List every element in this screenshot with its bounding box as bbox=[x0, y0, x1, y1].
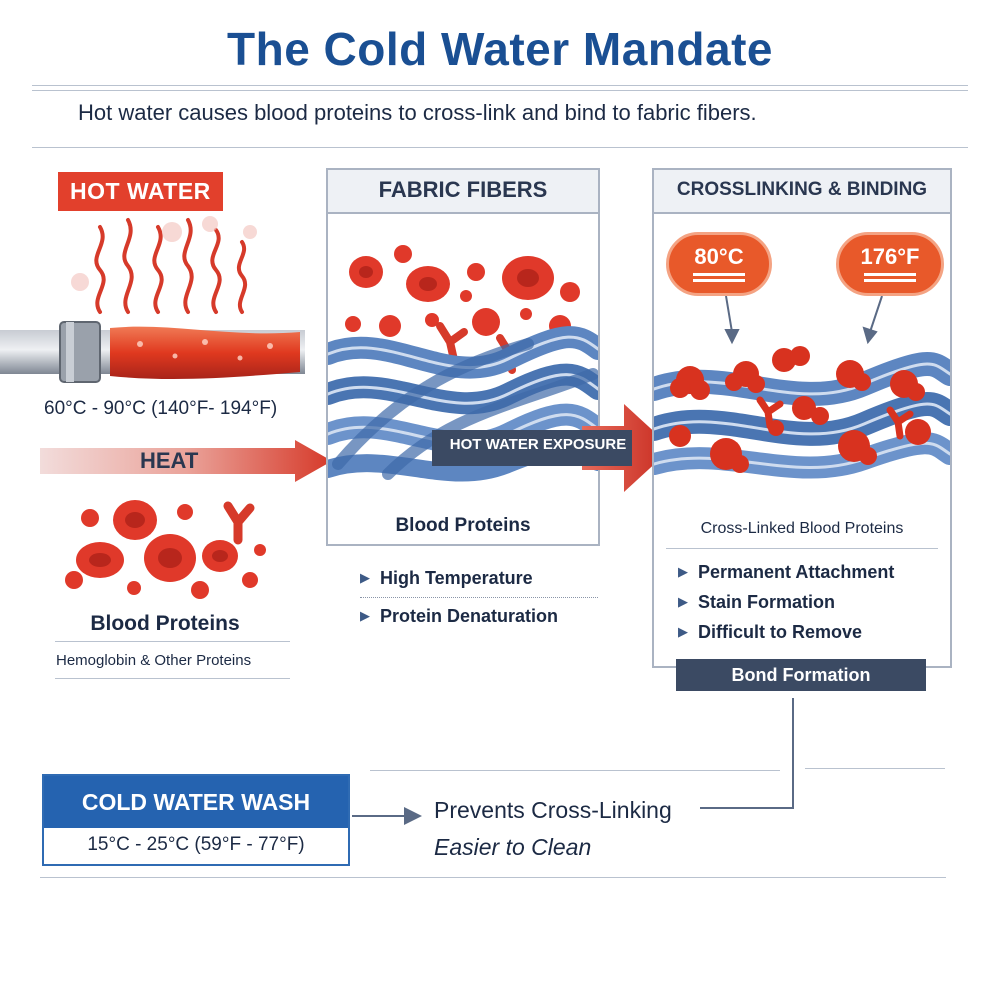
blood-cell-icon bbox=[65, 500, 266, 599]
fabric-caption: Blood Proteins bbox=[395, 515, 531, 536]
proteins-sub-divider bbox=[55, 678, 290, 679]
blood-proteins-label: Blood Proteins bbox=[90, 612, 240, 635]
cold-water-box: COLD WATER WASH 15°C - 25°C (59°F - 77°F… bbox=[42, 774, 350, 866]
temp-celsius-badge: 80°C bbox=[666, 232, 772, 296]
title-divider bbox=[32, 85, 968, 86]
bond-connector-horizontal bbox=[700, 807, 794, 809]
temp-fahrenheit-badge: 176°F bbox=[836, 232, 944, 296]
fabric-bullet-divider bbox=[360, 597, 598, 598]
proteins-divider bbox=[55, 641, 290, 642]
temp-fahrenheit-value: 176°F bbox=[860, 244, 920, 269]
bond-formation-label: Bond Formation bbox=[731, 665, 871, 685]
blood-cell-icon bbox=[669, 346, 931, 473]
exposure-arrow bbox=[432, 404, 672, 492]
hot-water-tag: HOT WATER bbox=[58, 172, 223, 211]
bullet-triangle-icon: ▶ bbox=[678, 594, 688, 609]
exposure-label: HOT WATER EXPOSURE bbox=[449, 436, 627, 453]
cold-water-result-1: Prevents Cross-Linking bbox=[434, 797, 672, 823]
cold-section-top-divider-right bbox=[805, 768, 945, 769]
antibody-icon bbox=[756, 396, 914, 440]
subtitle-divider bbox=[32, 147, 968, 148]
bullet-triangle-icon: ▶ bbox=[678, 624, 688, 639]
heat-label: HEAT bbox=[140, 448, 199, 473]
temp-celsius-underline bbox=[693, 273, 745, 276]
page-title: The Cold Water Mandate bbox=[227, 23, 773, 75]
subtitle: Hot water causes blood proteins to cross… bbox=[78, 100, 757, 125]
cold-water-result-2: Easier to Clean bbox=[434, 834, 592, 860]
bond-connector-vertical bbox=[792, 698, 794, 808]
fabric-fiber-icon bbox=[654, 352, 950, 479]
fabric-bullet-1: ▶High Temperature bbox=[360, 568, 533, 588]
title-divider-2 bbox=[32, 90, 968, 91]
blood-proteins-cluster bbox=[65, 500, 266, 599]
hot-pipe-icon bbox=[0, 321, 305, 383]
crosslinking-caption: Cross-Linked Blood Proteins bbox=[700, 520, 904, 537]
cold-water-temperature: 15°C - 25°C (59°F - 77°F) bbox=[87, 834, 305, 855]
cold-section-top-divider bbox=[370, 770, 780, 771]
cold-section-bottom-divider bbox=[40, 877, 946, 878]
bond-formation-banner: Bond Formation bbox=[676, 659, 926, 691]
crosslinking-bullet-2: ▶Stain Formation bbox=[678, 592, 836, 612]
arrow-right-icon bbox=[352, 807, 422, 825]
temp-fahrenheit-underline bbox=[864, 273, 916, 276]
blood-proteins-sublabel: Hemoglobin & Other Proteins bbox=[56, 652, 252, 669]
bullet-triangle-icon: ▶ bbox=[360, 570, 370, 585]
temp-celsius-value: 80°C bbox=[694, 244, 744, 269]
crosslinking-bullet-1: ▶Permanent Attachment bbox=[678, 562, 895, 582]
hot-water-temperature: 60°C - 90°C (140°F- 194°F) bbox=[44, 398, 278, 419]
fabric-fibers-header: FABRIC FIBERS bbox=[328, 170, 598, 214]
crosslinking-caption-divider bbox=[666, 548, 938, 549]
crosslinking-illustration bbox=[654, 295, 950, 479]
blood-cell-icon bbox=[345, 245, 580, 337]
antibody-icon bbox=[223, 501, 255, 545]
bullet-triangle-icon: ▶ bbox=[360, 608, 370, 623]
bullet-triangle-icon: ▶ bbox=[678, 564, 688, 579]
cold-water-header: COLD WATER WASH bbox=[44, 776, 348, 828]
fabric-bullet-2: ▶Protein Denaturation bbox=[360, 606, 559, 626]
heat-waves-icon bbox=[71, 216, 257, 314]
crosslinking-bullet-3: ▶Difficult to Remove bbox=[678, 622, 863, 642]
crosslinking-header: CROSSLINKING & BINDING bbox=[654, 170, 950, 214]
heat-arrow bbox=[40, 440, 332, 482]
